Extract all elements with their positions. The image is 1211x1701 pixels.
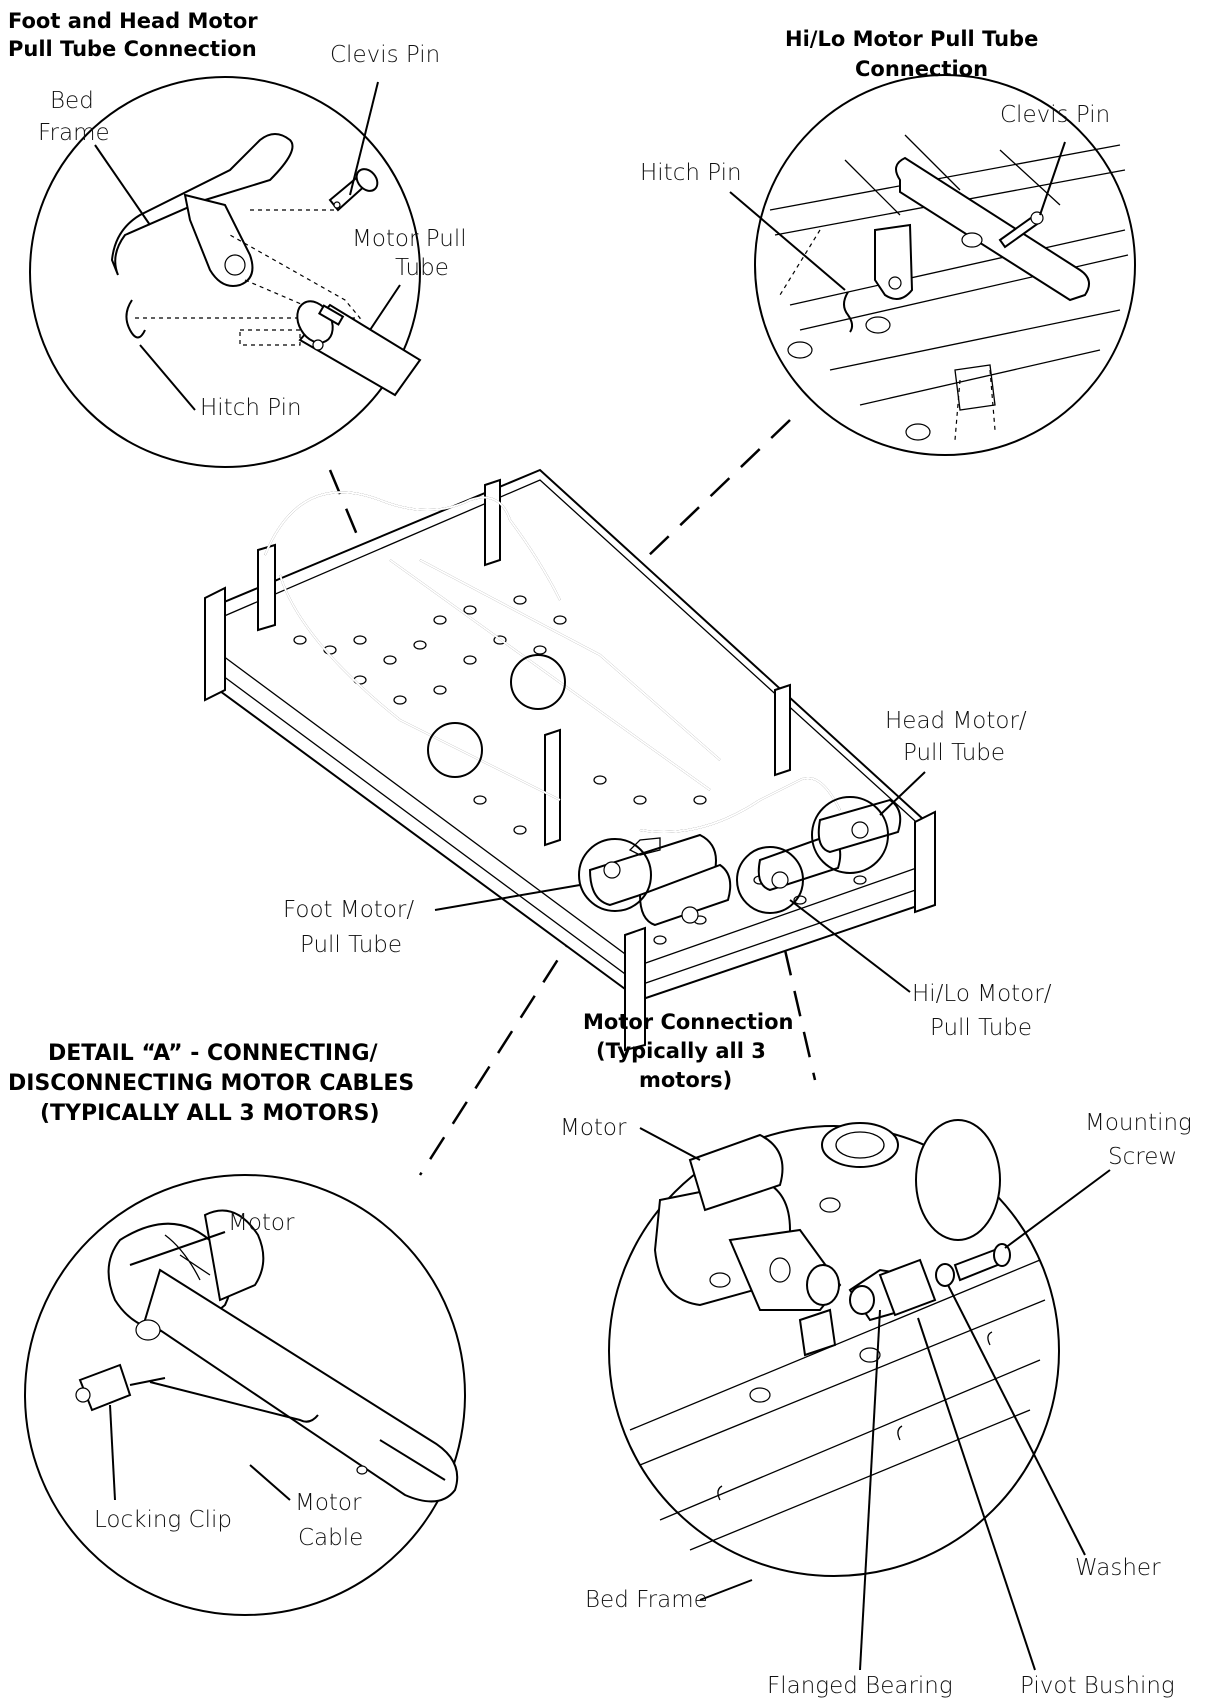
hilo-clevis-label: Clevis Pin <box>1000 102 1110 128</box>
head-motor-leader <box>879 771 926 816</box>
detail-a-cable-label-1: Motor <box>295 1490 362 1516</box>
hilo-motor-label-1: Hi/Lo Motor/ <box>912 981 1052 1007</box>
bed-frame-tube <box>110 133 294 287</box>
mc-bed-frame-leader <box>699 1579 753 1601</box>
mc-pivot-bushing-label: Pivot Bushing <box>1020 1673 1175 1699</box>
motor-connection-title-2: (Typically all 3 <box>596 1039 766 1063</box>
detail-a-motor-leader <box>129 1231 226 1266</box>
mc-washer-leader <box>947 1284 1086 1556</box>
locking-clip-leader <box>109 1404 116 1501</box>
hitch-pin-part <box>125 299 146 339</box>
callout-circle-foot <box>578 838 652 912</box>
detail-a-title-2: DISCONNECTING MOTOR CABLES <box>8 1071 414 1096</box>
callout-line-motor-connection <box>783 949 817 1081</box>
mc-mounting-label-2: Screw <box>1108 1144 1177 1170</box>
motor-pull-tube-part <box>296 300 422 397</box>
mc-flanged-bearing-leader <box>859 1309 881 1671</box>
detail-motor-connection: Motor Connection (Typically all 3 motors… <box>560 1010 1192 1699</box>
mc-mounting-leader <box>1004 1169 1111 1249</box>
main-bed-frame-assembly: Head Motor/ Pull Tube Foot Motor/ Pull T… <box>204 419 1052 1176</box>
mc-pivot-bushing-leader <box>917 1317 1036 1671</box>
corner-post-right <box>914 810 936 914</box>
mc-motor-label: Motor <box>560 1115 627 1141</box>
hilo-title-1: Hi/Lo Motor Pull Tube <box>785 27 1038 51</box>
motor-cable-leader <box>249 1464 291 1501</box>
mc-mounting-label-1: Mounting <box>1085 1110 1192 1136</box>
hilo-detail-circle <box>754 74 1136 456</box>
motor-connection-title-1: Motor Connection <box>583 1010 794 1034</box>
foot-head-motor-pull-label-2: Tube <box>395 255 449 281</box>
detail-a-circle <box>24 1174 466 1616</box>
hilo-frame-drawing <box>769 134 1129 441</box>
callout-circle-2 <box>427 722 483 778</box>
bed-frame-leader <box>94 144 151 226</box>
mc-motor-leader <box>639 1127 701 1161</box>
callout-circle-1 <box>510 654 566 710</box>
detail-a-locking-clip-label: Locking Clip <box>94 1507 232 1533</box>
foot-head-bed-label-1: Bed <box>50 88 94 114</box>
foot-head-title-1: Foot and Head Motor <box>8 9 258 33</box>
foot-head-detail-circle <box>29 76 421 468</box>
hilo-hitch-leader <box>729 191 846 291</box>
hilo-motor-label-2: Pull Tube <box>930 1015 1032 1041</box>
head-motor-label-1: Head Motor/ <box>885 708 1027 734</box>
motor-connection-circle <box>608 1125 1060 1577</box>
head-motor-label-2: Pull Tube <box>903 740 1005 766</box>
foot-head-title-2: Pull Tube Connection <box>8 37 257 61</box>
motor-cluster <box>588 798 902 927</box>
hitch-pin-leader <box>139 344 196 411</box>
detail-hilo-connection: Hi/Lo Motor Pull Tube Connection Clevis … <box>640 27 1136 456</box>
motor-connection-drawing <box>629 1119 1046 1551</box>
corner-post-front <box>624 926 646 1052</box>
mc-flanged-bearing-label: Flanged Bearing <box>767 1673 953 1699</box>
detail-foot-head-connection: Foot and Head Motor Pull Tube Connection… <box>8 9 467 468</box>
foot-head-motor-pull-label-1: Motor Pull <box>352 226 467 252</box>
detail-a-title-1: DETAIL “A” - CONNECTING/ <box>48 1041 379 1066</box>
detail-a-title-3: (TYPICALLY ALL 3 MOTORS) <box>40 1101 380 1126</box>
foot-motor-label-2: Pull Tube <box>300 932 402 958</box>
detail-a-motor-label: Motor <box>228 1210 295 1236</box>
foot-head-hitch-label: Hitch Pin <box>200 395 302 421</box>
callout-line-detail-a <box>418 924 582 1176</box>
hilo-clevis-leader <box>1039 141 1066 216</box>
hilo-hitch-label: Hitch Pin <box>640 160 742 186</box>
detail-a-motor-drawing <box>75 1209 459 1503</box>
clevis-pin-part <box>328 168 379 212</box>
detail-a-cable-label-2: Cable <box>298 1525 363 1551</box>
foot-head-bed-label-2: Frame <box>38 120 110 146</box>
foot-motor-label-1: Foot Motor/ <box>283 897 414 923</box>
assembly-guide-lines <box>135 209 362 346</box>
foot-motor-leader <box>434 884 581 911</box>
mc-washer-label: Washer <box>1075 1555 1161 1581</box>
hilo-motor-leader <box>789 899 911 993</box>
callout-circle-head <box>811 796 889 874</box>
clevis-pin-leader <box>349 81 379 196</box>
mc-bed-frame-label: Bed Frame <box>585 1587 708 1613</box>
detail-a-motor-cables: DETAIL “A” - CONNECTING/ DISCONNECTING M… <box>8 1041 466 1616</box>
foot-head-clevis-label: Clevis Pin <box>330 42 440 68</box>
motor-pull-leader <box>369 284 401 331</box>
callout-circle-hilo <box>736 846 804 914</box>
corner-post-left <box>204 586 226 702</box>
motor-connection-title-3: motors) <box>639 1068 732 1092</box>
